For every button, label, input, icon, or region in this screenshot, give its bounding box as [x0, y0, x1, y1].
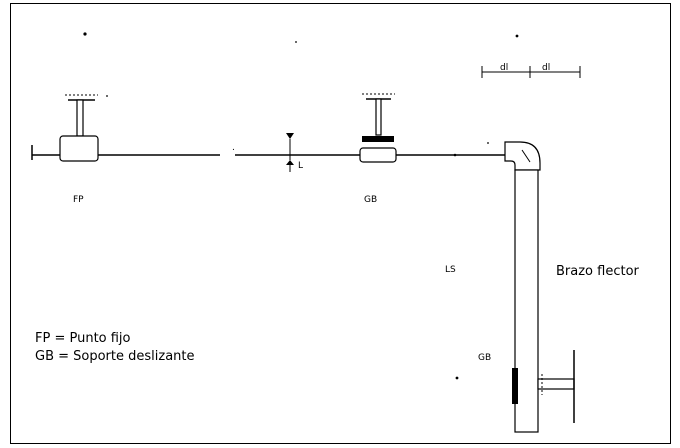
- break-mark: .: [232, 143, 235, 153]
- pipe-vertical: [514, 169, 539, 433]
- legend-fixed-point: FP = Punto fijo: [35, 331, 131, 346]
- arm-dimension: [481, 60, 581, 78]
- elbow-seam: [521, 149, 531, 163]
- legend-sliding-support: GB = Soporte deslizante: [35, 349, 195, 364]
- sliding-support-upper: [359, 93, 397, 163]
- dim-right-label: dl: [542, 63, 550, 73]
- dot-marker: [295, 41, 297, 43]
- dim-left-label: dl: [500, 63, 508, 73]
- gap-dimension: [286, 133, 294, 172]
- fixed-point-support: [59, 94, 108, 162]
- sliding-support-lower: [512, 350, 575, 423]
- dot-marker: [515, 34, 519, 38]
- dot-marker: [83, 32, 87, 36]
- gap-label: L: [298, 161, 303, 171]
- sliding-support-tag: GB: [364, 195, 377, 205]
- dot-marker: [453, 153, 457, 157]
- fixed-point-tag: FP: [73, 195, 84, 205]
- diagram-frame: [10, 3, 671, 444]
- vertical-tag: LS: [445, 265, 456, 275]
- sliding-support-lower-tag: GB: [478, 353, 491, 363]
- bending-arm-label: Brazo flector: [556, 264, 640, 279]
- pipe-elbow: [504, 141, 541, 171]
- dot-marker: [455, 376, 459, 380]
- dot-marker: [487, 142, 489, 144]
